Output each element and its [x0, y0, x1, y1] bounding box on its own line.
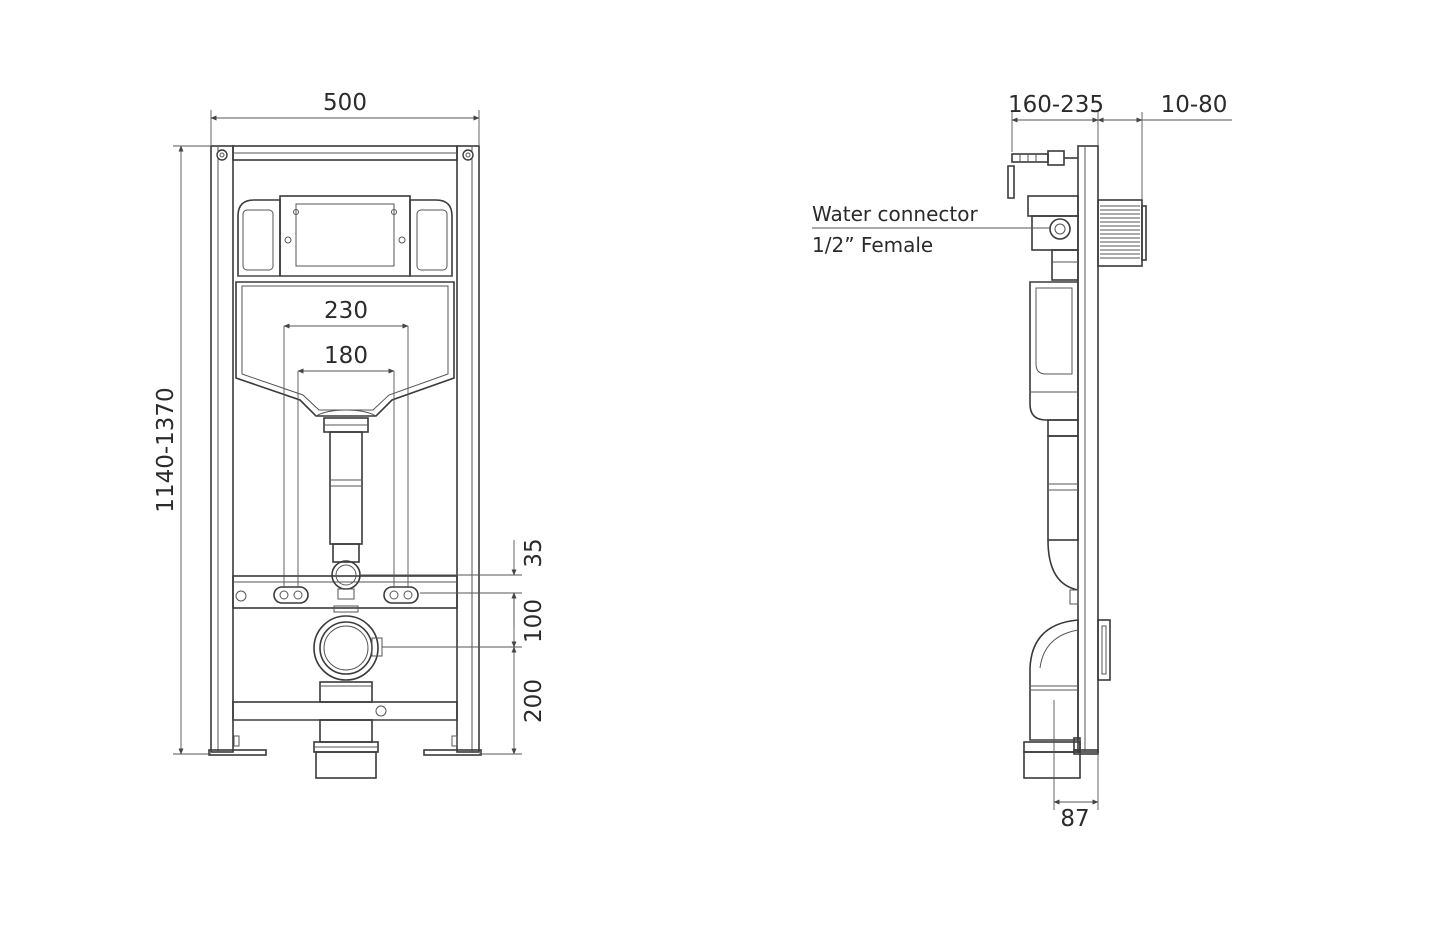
depth-dimension-label: 160-235: [1008, 92, 1104, 118]
offset-100-label: 100: [521, 599, 547, 643]
height-dimension-label: 1140-1370: [153, 387, 179, 512]
wall-connector-ribs: [1100, 205, 1140, 259]
front-view: 500 1140-1370 230 180 35 100 200: [153, 90, 547, 779]
offset-200-label: 200: [521, 679, 547, 723]
water-connector-label: Water connector: [812, 202, 978, 226]
bottom-dimension-label: 87: [1060, 806, 1089, 832]
offset-35-label: 35: [521, 538, 547, 567]
side-view: 160-235 10-80 87 Water connector 1/2” Fe…: [812, 92, 1232, 832]
width-dimension-label: 500: [323, 90, 367, 116]
water-connector-spec: 1/2” Female: [812, 233, 933, 257]
inner-spacing-dimension-label: 180: [324, 343, 368, 369]
extension-dimension-label: 10-80: [1161, 92, 1228, 118]
outer-spacing-dimension-label: 230: [324, 298, 368, 324]
